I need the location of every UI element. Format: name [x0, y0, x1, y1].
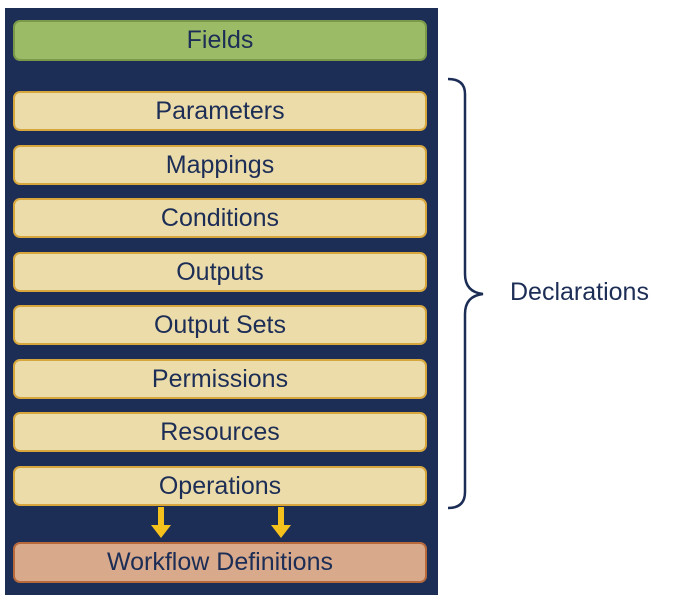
- workflow-definitions-label: Workflow Definitions: [106, 548, 333, 576]
- fields-label: Fields: [186, 26, 254, 54]
- fields-box: Fields: [13, 20, 427, 61]
- declaration-label: Resources: [160, 417, 280, 446]
- declaration-box-permissions: Permissions: [13, 359, 427, 399]
- declaration-box-mappings: Mappings: [13, 145, 427, 185]
- declaration-box-output-sets: Output Sets: [13, 305, 427, 345]
- down-arrow-icon: [271, 507, 291, 538]
- diagram-panel: Fields Parameters Mappings Conditions Ou…: [5, 8, 438, 595]
- declaration-label: Permissions: [151, 364, 289, 393]
- declaration-label: Mappings: [165, 150, 275, 179]
- declarations-label: Declarations: [510, 278, 649, 306]
- declaration-label: Operations: [158, 471, 282, 500]
- declaration-box-operations: Operations: [13, 466, 427, 506]
- declaration-label: Output Sets: [153, 310, 287, 339]
- workflow-definitions-box: Workflow Definitions: [13, 542, 427, 583]
- declaration-box-parameters: Parameters: [13, 91, 427, 131]
- down-arrow-icon: [151, 507, 171, 538]
- declaration-box-resources: Resources: [13, 412, 427, 452]
- declaration-label: Conditions: [160, 203, 280, 232]
- declaration-label: Parameters: [155, 96, 285, 125]
- declaration-box-outputs: Outputs: [13, 252, 427, 292]
- declaration-label: Outputs: [176, 257, 264, 286]
- declaration-box-conditions: Conditions: [13, 198, 427, 238]
- declarations-brace: [447, 77, 484, 510]
